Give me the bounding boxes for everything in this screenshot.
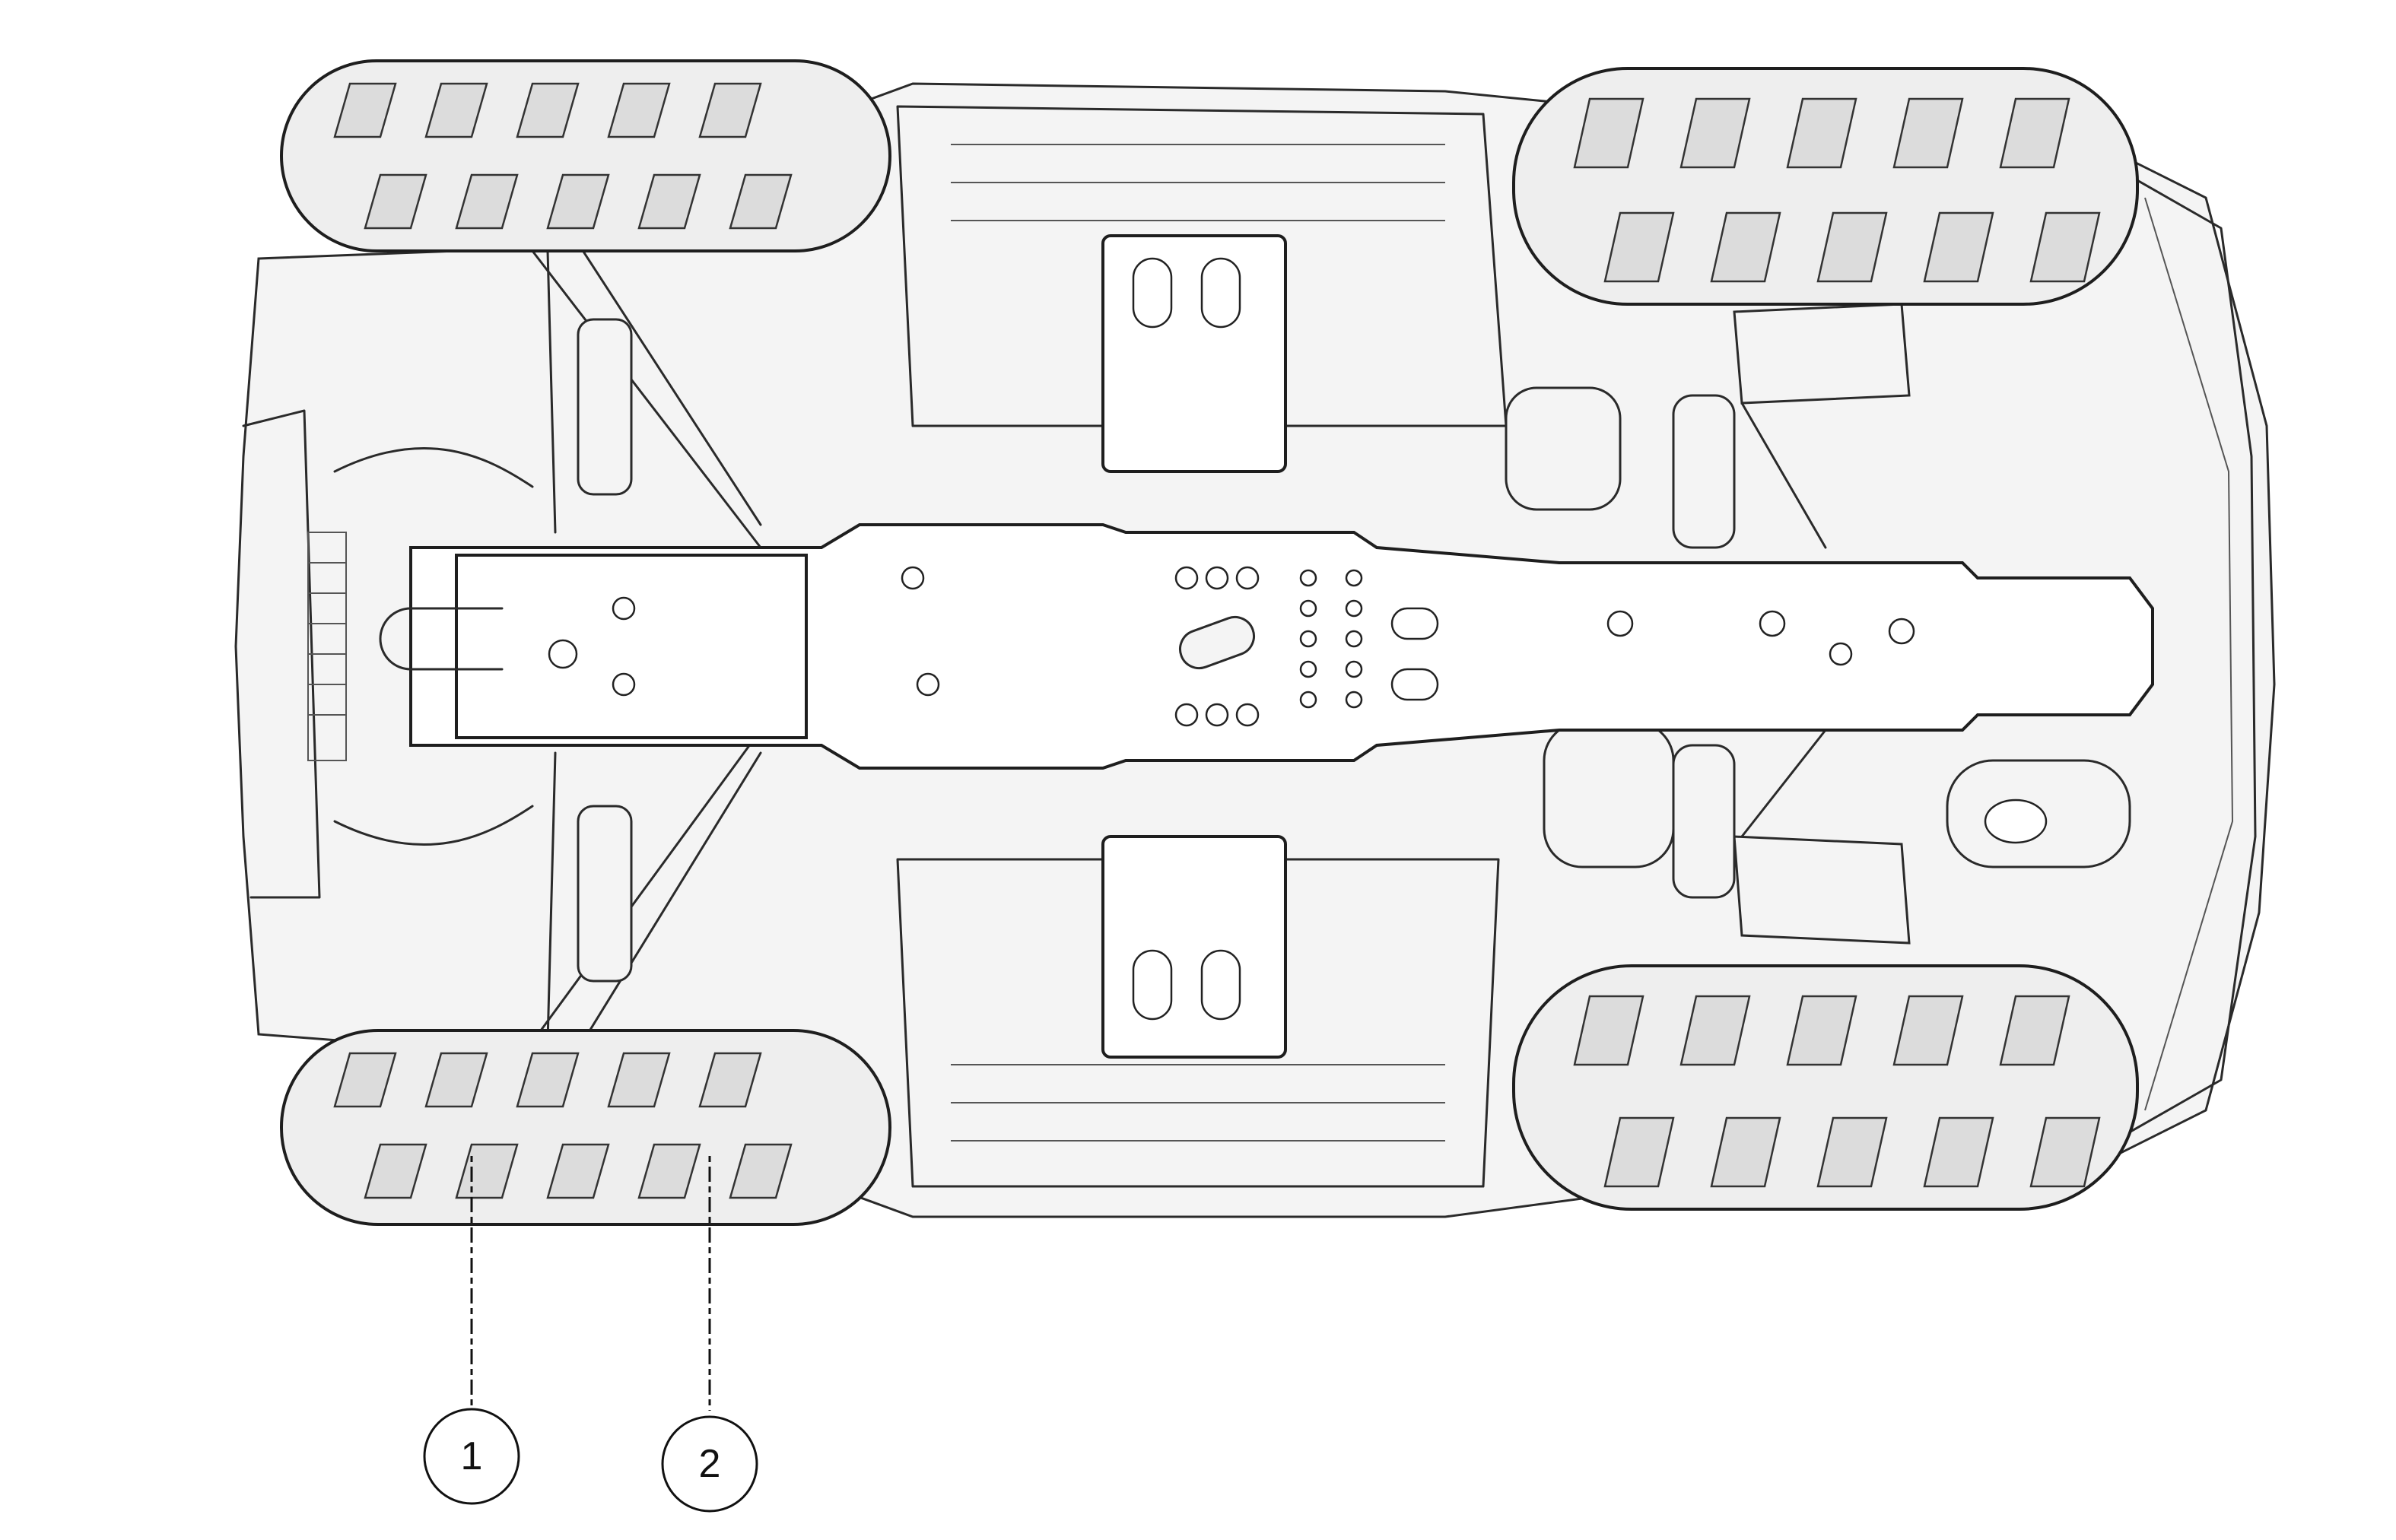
- rear-suspension: [1505, 303, 2131, 945]
- front-left-wheel: [280, 59, 891, 252]
- rear-right-wheel: [1512, 964, 2139, 1211]
- footwell-ribs: [951, 144, 1445, 1142]
- callout-1-label: 1: [461, 1434, 483, 1478]
- main-frame: [379, 523, 2154, 770]
- rear-left-wheel: [1512, 67, 2139, 306]
- callout-2-label: 2: [699, 1442, 721, 1486]
- callout-2-circle: [661, 1415, 758, 1513]
- callout-2: 2: [661, 1156, 758, 1513]
- grille: [307, 532, 347, 761]
- callout-1-circle: [423, 1408, 520, 1505]
- front-suspension: [333, 242, 762, 1051]
- frame-holes: [548, 566, 1915, 727]
- front-right-wheel: [280, 1029, 891, 1226]
- callout-1: 1: [423, 1156, 520, 1505]
